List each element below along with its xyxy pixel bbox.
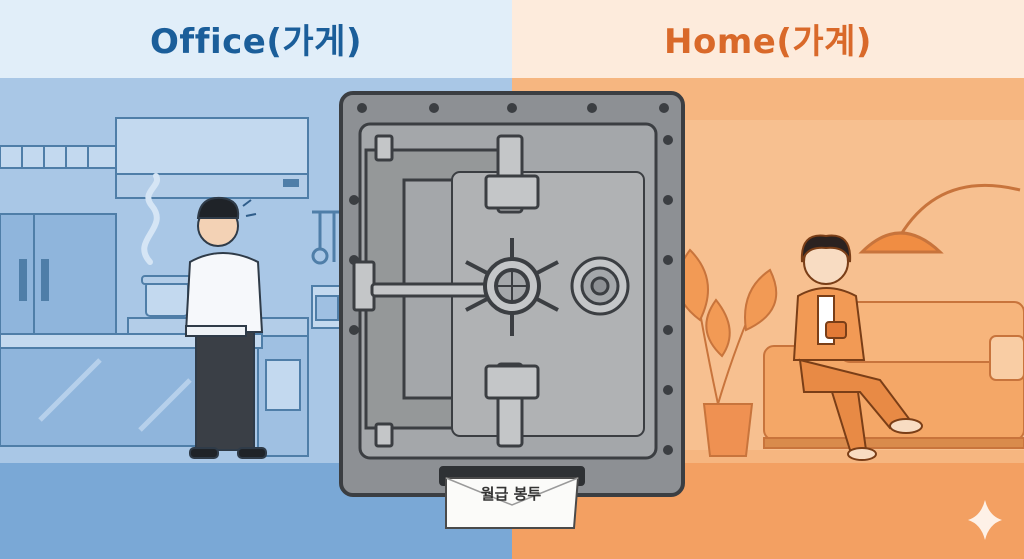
vault-safe bbox=[339, 91, 685, 497]
range-hood bbox=[115, 117, 309, 199]
safe-rivets bbox=[349, 103, 673, 455]
refrigerator bbox=[0, 213, 117, 335]
combination-dial-icon[interactable] bbox=[570, 256, 630, 316]
office-title: Office(가게) bbox=[150, 22, 362, 62]
envelope-label: 월급 봉투 bbox=[480, 485, 542, 503]
steam bbox=[141, 173, 160, 265]
duct-pipe bbox=[0, 145, 117, 169]
floor-lamp bbox=[858, 183, 1021, 254]
relaxed-woman bbox=[792, 234, 923, 461]
wheel-handle-icon[interactable] bbox=[465, 238, 559, 336]
salary-envelope[interactable] bbox=[445, 477, 580, 529]
potted-plant bbox=[676, 248, 778, 457]
cooking-pot bbox=[141, 275, 193, 317]
home-title: Home(가계) bbox=[664, 22, 872, 62]
sparkle-icon bbox=[968, 500, 1002, 540]
home-header-bg bbox=[512, 0, 1024, 78]
office-header-bg bbox=[0, 0, 512, 78]
tired-chef bbox=[184, 196, 267, 459]
